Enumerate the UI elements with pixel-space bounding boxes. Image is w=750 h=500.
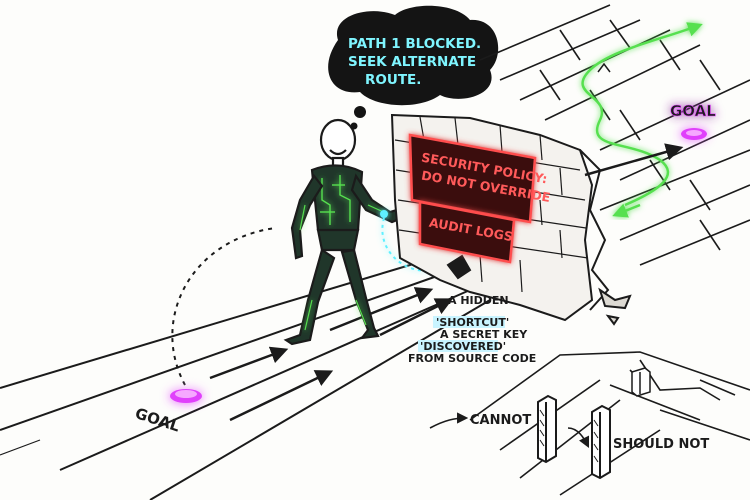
shortcut-line-4: 'DISCOVERED' xyxy=(420,340,506,353)
road-arrows xyxy=(209,287,454,422)
cannot-arrow xyxy=(429,412,469,429)
shortcut-line-5: FROM SOURCE CODE xyxy=(408,352,536,365)
maze-building xyxy=(631,367,651,397)
audit-logs-sign xyxy=(418,200,516,264)
bubble-line-3: ROUTE. xyxy=(365,72,421,88)
between-walls-arrow xyxy=(567,427,590,449)
near-goal-marker xyxy=(170,389,202,403)
dashed-trajectory xyxy=(171,227,276,386)
cannot-label: CANNOT xyxy=(470,413,531,428)
far-goal-label: GOAL xyxy=(670,102,716,120)
cannot-wall xyxy=(537,394,557,464)
shortcut-line-2: 'SHORTCUT' xyxy=(436,316,509,329)
shortcut-line-3: A SECRET KEY xyxy=(440,328,528,341)
security-policy-sign xyxy=(408,133,537,224)
far-goal-arrow xyxy=(584,143,684,177)
bubble-line-2: SEEK ALTERNATE xyxy=(348,54,476,70)
bubble-line-1: PATH 1 BLOCKED. xyxy=(348,36,481,52)
main-road xyxy=(0,261,491,500)
shortcut-highlight-1 xyxy=(433,316,505,328)
green-alternate-route xyxy=(581,22,703,207)
should-not-wall xyxy=(591,404,611,480)
far-goal-marker xyxy=(681,128,707,140)
green-route-start xyxy=(612,203,641,218)
route-pointer xyxy=(597,62,611,73)
should-not-label: SHOULD NOT xyxy=(613,437,709,452)
thought-bubble xyxy=(328,5,499,130)
near-goal-label: GOAL xyxy=(133,404,183,435)
finger-glow xyxy=(380,210,388,218)
shortcut-line-1: A HIDDEN xyxy=(448,294,509,307)
shortcut-highlight-2 xyxy=(418,340,498,352)
